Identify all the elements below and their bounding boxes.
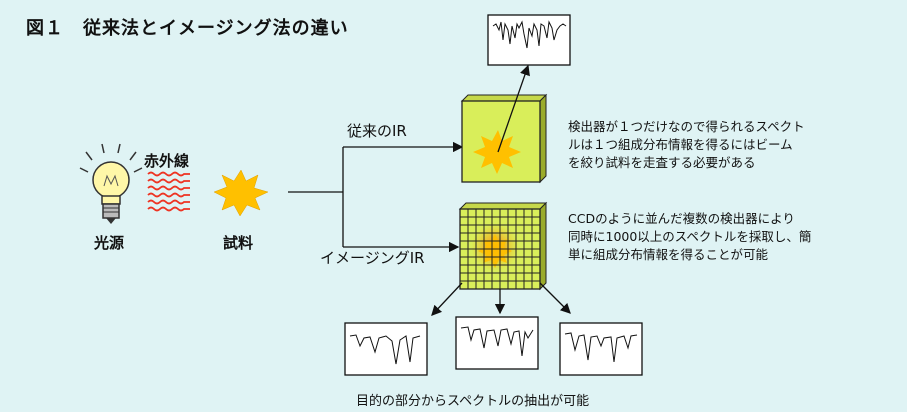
spectrum-box-top (488, 15, 570, 65)
spectrum-box-right (560, 323, 642, 375)
detector-grid-block (432, 203, 570, 315)
imaging-description-line: 単に組成分布情報を得ることが可能 (568, 246, 811, 264)
conventional-description: 検出器が１つだけなので得られるスペクト ルは１つ組成分布情報を得るにはビーム を… (568, 118, 805, 172)
spectrum-box-middle (456, 317, 538, 369)
imaging-ir-label: イメージングIR (320, 247, 425, 268)
imaging-description: CCDのように並んだ複数の検出器により 同時に1000以上のスペクトルを採取し、… (568, 210, 811, 264)
conventional-description-line: 検出器が１つだけなので得られるスペクト (568, 118, 805, 136)
infrared-label: 赤外線 (144, 150, 189, 171)
infrared-waves-icon (148, 173, 190, 211)
light-source-label: 光源 (94, 232, 124, 253)
imaging-description-line: 同時に1000以上のスペクトルを採取し、簡 (568, 228, 811, 246)
spectrum-box-left (345, 323, 427, 375)
conventional-description-line: を絞り試料を走査する必要がある (568, 154, 805, 172)
sample-burst-icon (214, 170, 268, 216)
bottom-caption: 目的の部分からスペクトルの抽出が可能 (356, 390, 589, 409)
conventional-description-line: ルは１つ組成分布情報を得るにはビーム (568, 136, 805, 154)
single-detector-block (462, 66, 546, 182)
sample-label: 試料 (223, 232, 253, 253)
conventional-ir-label: 従来のIR (347, 120, 407, 141)
light-bulb-icon (80, 144, 142, 224)
imaging-description-line: CCDのように並んだ複数の検出器により (568, 210, 811, 228)
branch-lines (288, 147, 462, 247)
